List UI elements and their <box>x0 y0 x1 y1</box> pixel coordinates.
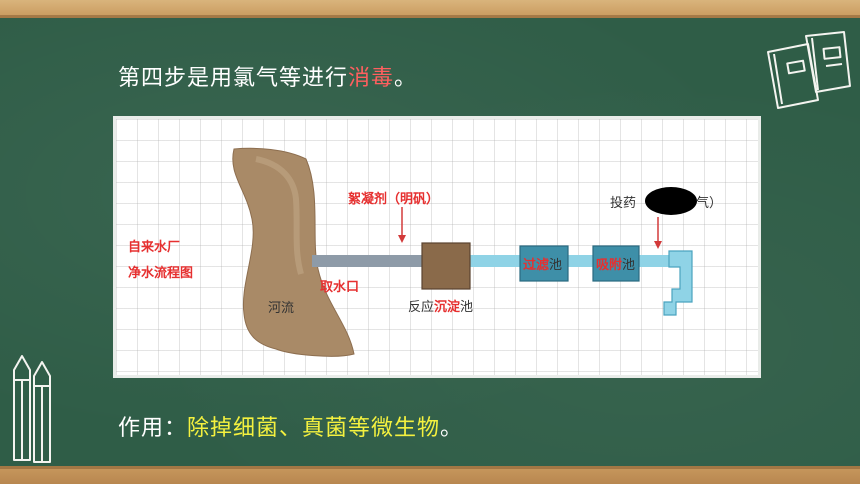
effect-highlight: 除掉细菌、真菌等微生物 <box>187 416 441 441</box>
sedimentation-label-prefix: 反应 <box>408 299 434 315</box>
river-highlight <box>255 156 304 275</box>
wood-frame-bottom <box>0 466 860 484</box>
filter-tank <box>519 245 569 282</box>
river-label: 河流 <box>268 301 294 316</box>
sedimentation-label-highlight: 沉淀 <box>434 299 461 315</box>
pencil-icon <box>13 355 51 463</box>
effect-suffix: 。 <box>440 416 464 441</box>
chlorine-label-suffix: 气） <box>696 195 722 211</box>
sedimentation-tank-label: 反应沉淀池 <box>408 299 473 315</box>
heading-line: 第四步是用氯气等进行消毒。 <box>118 60 417 92</box>
pipe-to-filter <box>470 255 520 267</box>
effect-prefix: 作用： <box>118 416 188 441</box>
water-treatment-diagram: 自来水厂 净水流程图 河流 取水口 絮凝剂（明矾） 反应沉淀池 过滤池 吸附池 … <box>113 116 761 378</box>
diagram-canvas: 自来水厂 净水流程图 河流 取水口 絮凝剂（明矾） 反应沉淀池 过滤池 吸附池 … <box>128 147 722 357</box>
filter-label-suffix: 池 <box>549 258 562 273</box>
adsorption-label-suffix: 池 <box>622 258 635 273</box>
wood-frame-bottom-edge <box>0 466 860 469</box>
heading-suffix: 。 <box>394 66 418 91</box>
adsorption-label-highlight: 吸附 <box>596 257 622 273</box>
coagulant-label: 絮凝剂（明矾） <box>348 191 439 207</box>
adsorption-tank-label: 吸附池 <box>596 257 635 273</box>
coagulant-arrowhead <box>398 235 406 243</box>
diagram-title-line2: 净水流程图 <box>128 265 193 281</box>
heading-highlight: 消毒 <box>348 66 395 91</box>
obscured-blob <box>645 187 697 215</box>
notebook-icon <box>767 31 851 109</box>
adsorption-tank <box>592 245 640 282</box>
outlet-pipe <box>663 250 693 316</box>
chlorine-label-prefix: 投药 <box>610 195 636 211</box>
intake-pipe <box>312 255 422 267</box>
filter-tank-label: 过滤池 <box>523 257 562 273</box>
pipe-to-adsorption <box>568 255 593 267</box>
pipe-to-outlet <box>639 255 669 267</box>
heading-prefix: 第四步是用氯气等进行 <box>118 66 349 91</box>
diagram-title-line1: 自来水厂 <box>128 239 180 255</box>
sedimentation-tank <box>421 242 471 290</box>
filter-label-highlight: 过滤 <box>523 257 549 273</box>
sedimentation-label-suffix: 池 <box>460 300 473 315</box>
wood-frame-top <box>0 0 860 18</box>
wood-frame-top-edge <box>0 15 860 18</box>
effect-line: 作用：除掉细菌、真菌等微生物。 <box>118 410 463 442</box>
river-shape <box>232 147 355 357</box>
chlorine-arrowhead <box>654 241 662 249</box>
intake-label: 取水口 <box>320 279 359 295</box>
